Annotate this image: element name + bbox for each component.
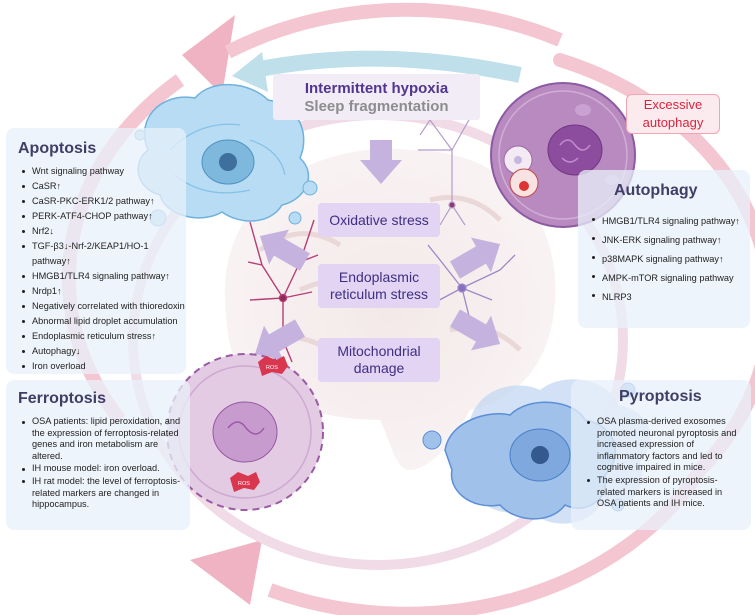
ros-badge-top: ROS xyxy=(258,356,288,376)
list-item: NLRP3 xyxy=(592,288,750,307)
list-item: Autophagy↓ xyxy=(22,344,186,359)
list-item: HMGB1/TLR4 signaling pathway↑ xyxy=(592,212,750,231)
cause-down-arrow xyxy=(360,140,402,184)
list-item: Nrf2↓ xyxy=(22,224,186,239)
list-item: CaSR↑ xyxy=(22,179,186,194)
list-item: PERK-ATF4-CHOP pathway↑ xyxy=(22,209,186,224)
autophagy-title: Autophagy xyxy=(614,182,698,199)
list-item: Nrdp1↑ xyxy=(22,284,186,299)
list-item: OSA patients: lipid peroxidation, and th… xyxy=(22,416,181,461)
excessive-autophagy-label: Excessive autophagy xyxy=(626,94,720,134)
ros-badge-bottom: ROS xyxy=(230,472,260,492)
list-item: p38MAPK signaling pathway↑ xyxy=(592,250,750,269)
list-item: HMGB1/TLR4 signaling pathway↑ xyxy=(22,269,186,284)
autophagy-list: HMGB1/TLR4 signaling pathway↑ JNK-ERK si… xyxy=(588,212,750,307)
pyroptosis-list: OSA plasma-derived exosomes promoted neu… xyxy=(583,416,743,510)
arrow-to-autophagy xyxy=(450,237,501,279)
ros-label-bottom: ROS xyxy=(238,481,250,487)
autophagy-panel: Autophagy HMGB1/TLR4 signaling pathway↑ … xyxy=(578,170,750,328)
ros-label-top: ROS xyxy=(266,365,278,371)
list-item: Abnormal lipid droplet accumulation xyxy=(22,314,186,329)
ferroptosis-panel: Ferroptosis OSA patients: lipid peroxida… xyxy=(6,380,190,530)
list-item: IH mouse model: iron overload. xyxy=(22,463,182,475)
pyroptosis-title: Pyroptosis xyxy=(619,388,702,405)
list-item: TGF-β3↓-Nrf-2/KEAP1/HO-1 pathway↑ xyxy=(22,239,186,269)
list-item: Endoplasmic reticulum stress↑ xyxy=(22,329,186,344)
list-item: IH rat model: the level of ferroptosis-r… xyxy=(22,475,181,510)
neuron-red xyxy=(247,219,319,363)
arrow-to-ferroptosis xyxy=(254,319,305,361)
mechanism-er-stress: Endoplasmic reticulum stress xyxy=(318,264,440,308)
ring-arrowhead-bottom xyxy=(190,540,262,605)
cause-box: Intermittent hypoxia Sleep fragmentation xyxy=(273,74,480,120)
list-item: Iron overload xyxy=(22,359,186,374)
list-item: Negatively correlated with thioredoxin xyxy=(22,299,186,314)
list-item: CaSR-PKC-ERK1/2 pathway↑ xyxy=(22,194,186,209)
ferroptosis-title: Ferroptosis xyxy=(18,390,107,407)
ferroptosis-cell: ROS ROS xyxy=(166,353,324,511)
apoptosis-panel: Apoptosis Wnt signaling pathway CaSR↑ Ca… xyxy=(6,128,186,374)
apoptosis-title: Apoptosis xyxy=(18,140,97,157)
cause-intermittent-hypoxia: Intermittent hypoxia xyxy=(304,80,449,97)
apoptosis-list: Wnt signaling pathway CaSR↑ CaSR-PKC-ERK… xyxy=(18,164,186,374)
ferroptosis-list: OSA patients: lipid peroxidation, and th… xyxy=(18,416,182,511)
ring-arrowhead-top xyxy=(182,15,235,95)
list-item: AMPK-mTOR signaling pathway xyxy=(592,269,750,288)
mechanism-mitochondrial-damage: Mitochondrial damage xyxy=(318,338,440,382)
teal-arrow xyxy=(232,50,522,92)
list-item: OSA plasma-derived exosomes promoted neu… xyxy=(587,416,743,474)
list-item: Wnt signaling pathway xyxy=(22,164,186,179)
arrow-to-pyroptosis xyxy=(450,309,501,351)
mechanism-oxidative-stress: Oxidative stress xyxy=(318,203,440,237)
list-item: JNK-ERK signaling pathway↑ xyxy=(592,231,750,250)
arrow-to-apoptosis xyxy=(259,229,310,271)
cause-sleep-fragmentation: Sleep fragmentation xyxy=(304,98,449,115)
list-item: The expression of pyroptosis-related mar… xyxy=(587,475,743,510)
pyroptosis-panel: Pyroptosis OSA plasma-derived exosomes p… xyxy=(571,380,751,530)
